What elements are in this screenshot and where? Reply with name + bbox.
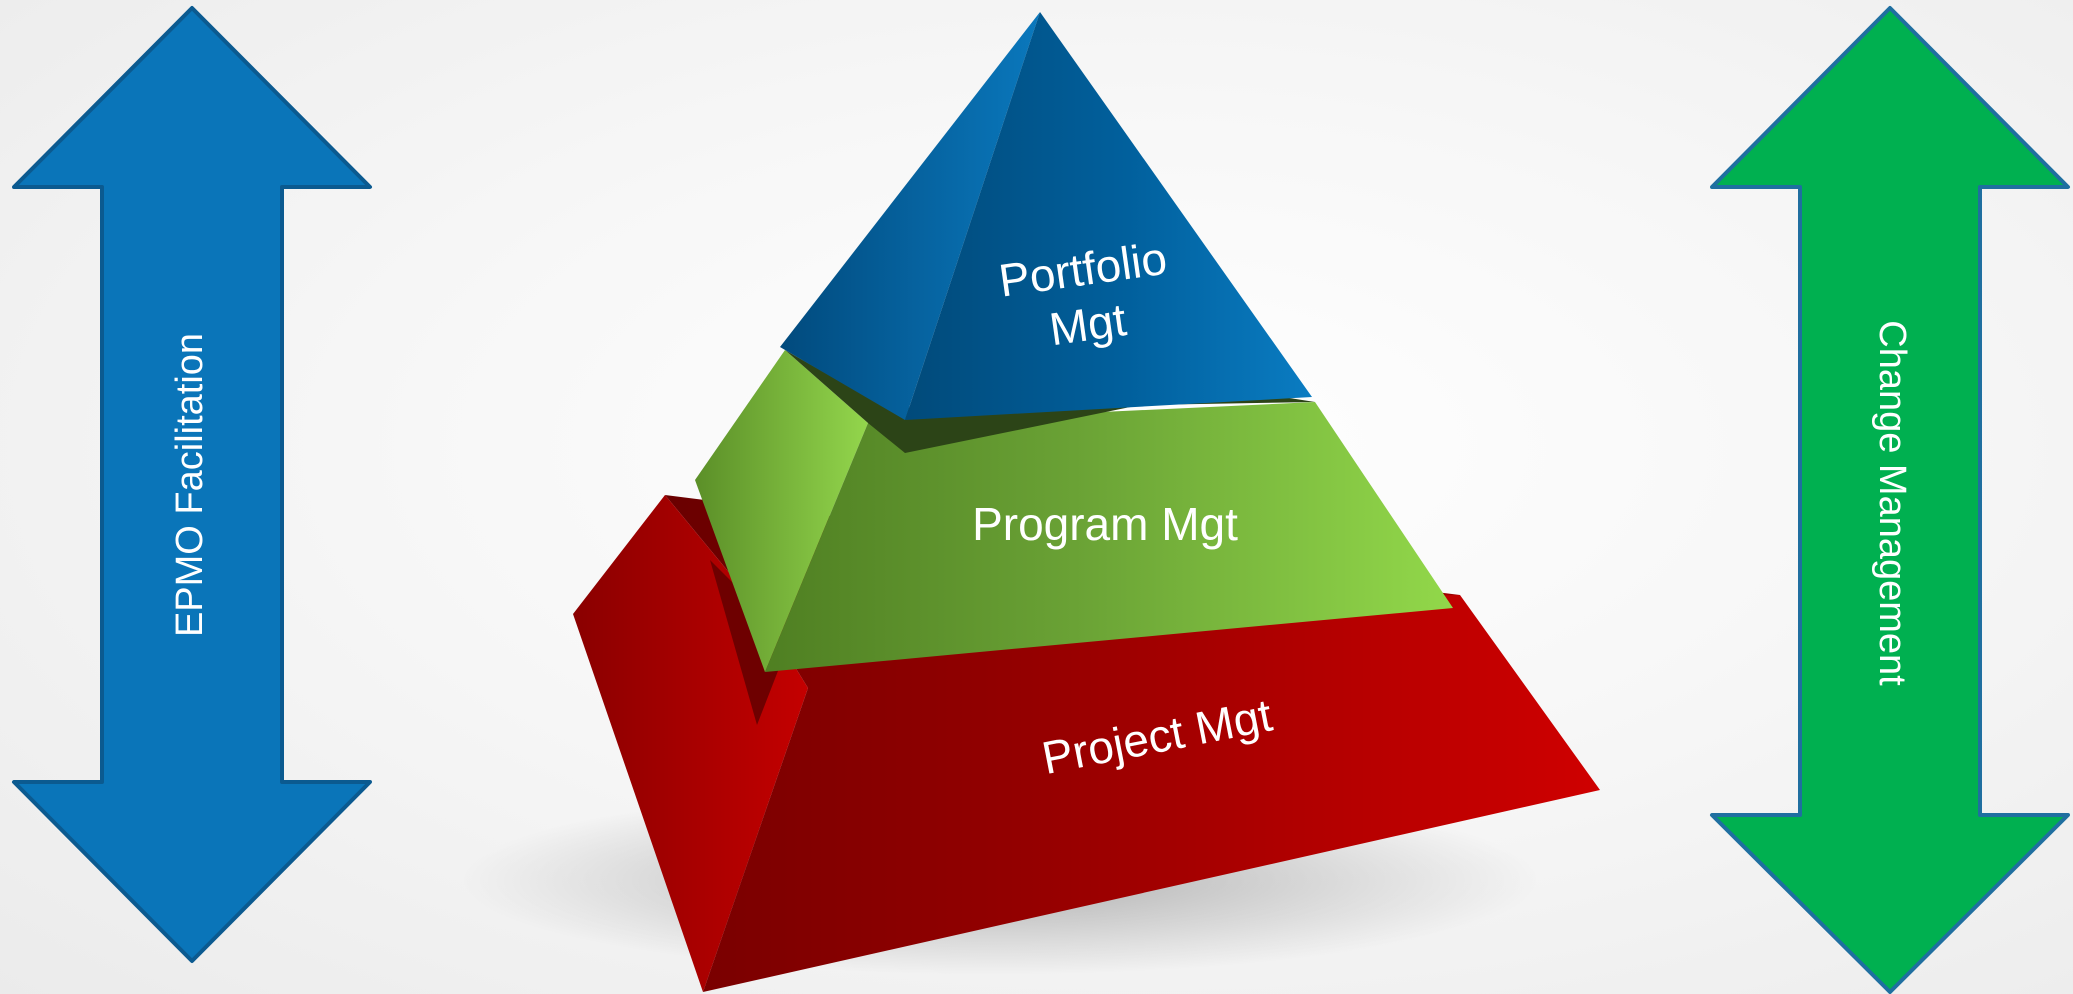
change-management-label: Change Management [1871, 320, 1913, 686]
epmo-facilitation-arrow: EPMO Facilitation [12, 6, 372, 963]
pyramid-tier-portfolio: Portfolio Mgt [780, 12, 1312, 420]
portfolio-mgt-label-line2: Mgt [1046, 293, 1129, 355]
program-mgt-label: Program Mgt [972, 498, 1238, 550]
program-tier-left-face [695, 350, 868, 672]
portfolio-tier-right-face [905, 12, 1312, 420]
program-tier-front-face [765, 402, 1453, 672]
project-tier-inner-fold [710, 560, 790, 725]
portfolio-tier-left-face [780, 12, 1040, 420]
epmo-facilitation-label: EPMO Facilitation [169, 333, 211, 637]
project-tier-front-face [703, 595, 1600, 992]
pyramid-tier-project: Project Mgt [573, 495, 1600, 992]
change-management-arrow: Change Management [1710, 6, 2070, 994]
double-arrow-shape [12, 6, 372, 963]
pyramid: Project Mgt Program Mgt Portfolio Mgt [460, 12, 1600, 992]
double-arrow-shape [1710, 6, 2070, 994]
